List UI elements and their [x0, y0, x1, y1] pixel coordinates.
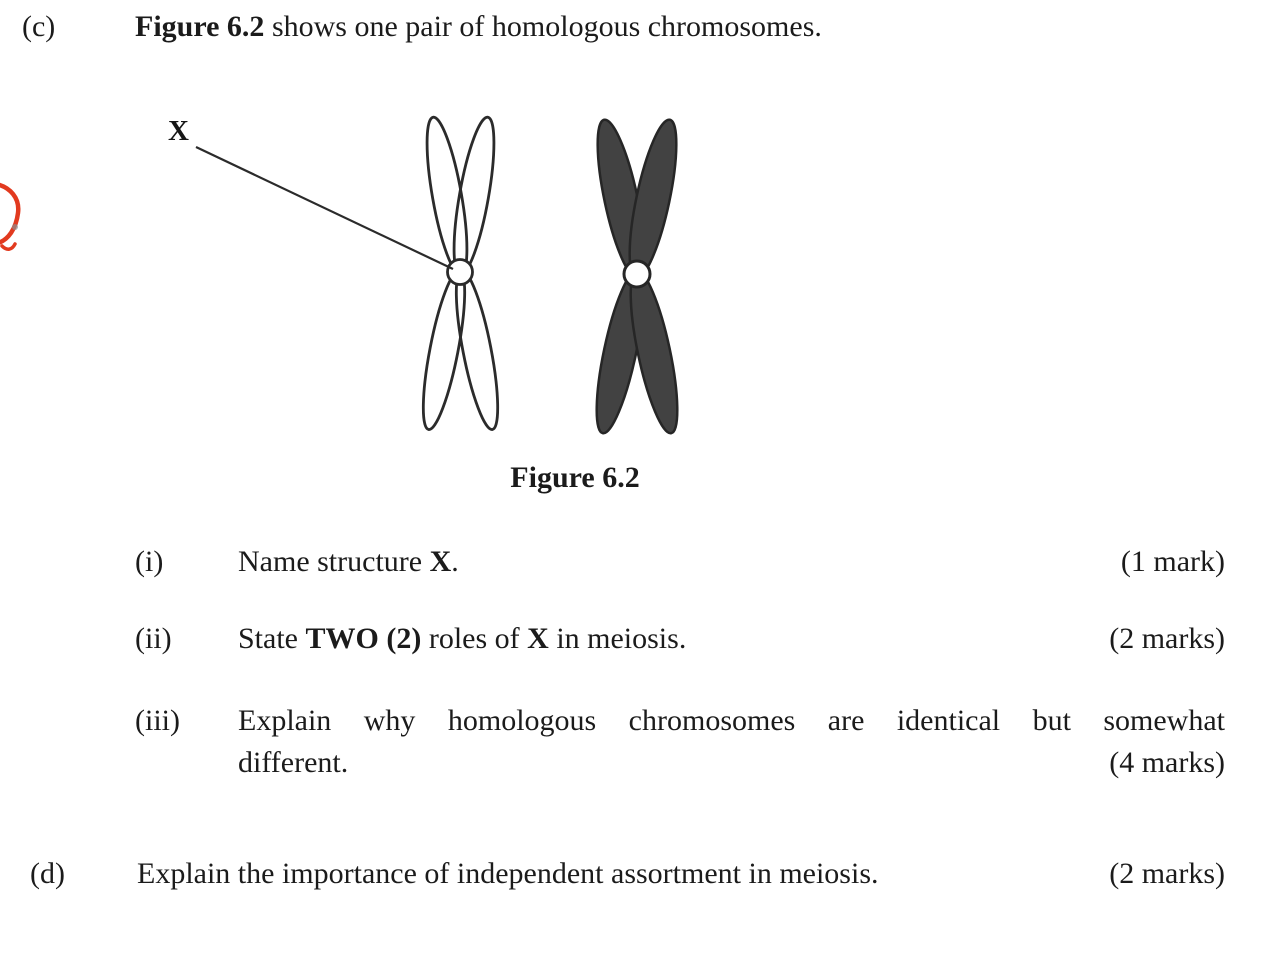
unshaded-chromosome-fill [423, 117, 498, 430]
question-d-text: Explain the importance of independent as… [137, 857, 879, 890]
plain-text: different. [238, 746, 349, 779]
part-text: State TWO (2) roles of X in meiosis. [238, 620, 1109, 658]
bold-text: X [527, 622, 549, 655]
red-pen-stroke [0, 182, 21, 251]
plain-text: . [451, 545, 459, 578]
marks-label: (1 mark) [1120, 545, 1225, 578]
part-body: State TWO (2) roles of X in meiosis.(2 m… [238, 620, 1225, 658]
bold-text: TWO (2) [305, 622, 422, 655]
figure-caption: Figure 6.2 [510, 461, 640, 494]
part-body: Name structure X.(1 mark) [238, 543, 1225, 581]
question-c-header: (c) Figure 6.2 shows one pair of homolog… [22, 8, 1237, 46]
scan-speck [12, 224, 18, 230]
question-c-intro: Figure 6.2 shows one pair of homologous … [135, 8, 822, 46]
pointer-line [195, 146, 454, 270]
marks-label: (4 marks) [1109, 746, 1225, 779]
question-part-ii: (ii) State TWO (2) roles of X in meiosis.… [135, 620, 1225, 658]
question-part-i: (i)Name structure X.(1 mark) [135, 543, 1225, 581]
red-pen-mark [0, 182, 21, 251]
plain-text: Name structure [238, 545, 430, 578]
question-c-label: (c) [22, 10, 56, 43]
plain-text: roles of [421, 622, 528, 655]
plain-text: State [238, 622, 306, 655]
question-d-body: Explain the importance of independent as… [137, 855, 1225, 893]
question-d-row: (d) Explain the importance of independen… [30, 855, 1225, 893]
bold-text: X [429, 545, 452, 578]
question-part-iii: (iii) Explain why homologous chromosomes … [135, 700, 1225, 784]
intro-text: shows one pair of homologous chromosomes… [264, 10, 822, 43]
centromere-unshaded [446, 258, 474, 286]
question-d-marks: (2 marks) [1109, 857, 1225, 890]
plain-text: in meiosis. [548, 622, 687, 655]
question-c-parts: (i)Name structure X.(1 mark)(ii)State TW… [135, 543, 1225, 784]
figure-6-2-diagram: X [168, 115, 679, 435]
figure-reference: Figure 6.2 [135, 10, 265, 43]
centromere-shaded [622, 259, 652, 289]
part-text: Name structure X. [238, 543, 1121, 581]
structure-x-label: X [168, 115, 189, 147]
part-label: (ii) [135, 622, 172, 655]
question-d-label: (d) [30, 857, 65, 890]
part-text-line1: Explain why homologous chromosomes are i… [238, 704, 1225, 737]
part-label: (i) [135, 545, 164, 578]
marks-label: (2 marks) [1109, 622, 1225, 655]
part-text-line2: different. (4 marks) [238, 742, 1225, 784]
part-body: Explain why homologous chromosomes are i… [238, 700, 1225, 784]
part-label: (iii) [135, 704, 180, 737]
